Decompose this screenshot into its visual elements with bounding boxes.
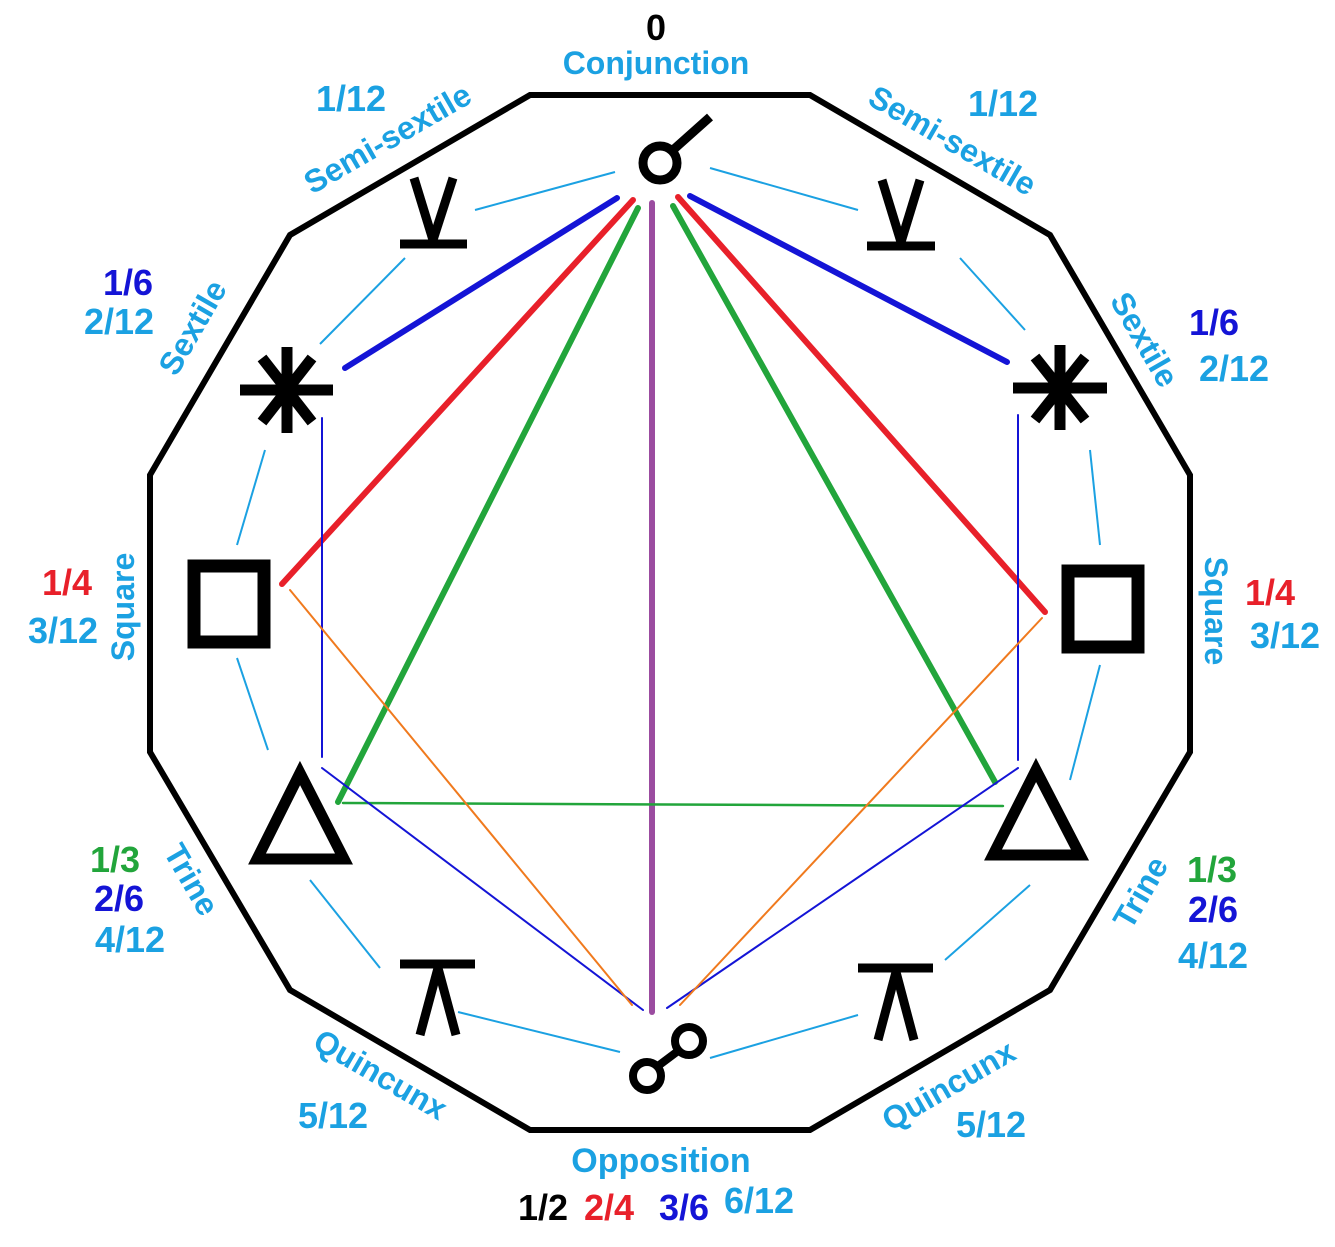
trine-line-left — [335, 205, 641, 805]
semi-sextile-icon — [867, 178, 935, 251]
trine-base-line — [341, 801, 1005, 808]
square-lower-left — [289, 589, 633, 1006]
trine-label-left: Trine — [157, 837, 226, 921]
semi-sextile-icon — [400, 176, 467, 249]
sextile-icon — [1013, 345, 1107, 430]
trine-fraction-left-3: 4/12 — [95, 919, 165, 960]
trine-icon — [984, 757, 1090, 861]
conjunction-fraction: 0 — [646, 7, 666, 48]
sextile-line-right — [687, 193, 1010, 365]
trine-fraction-right-2: 2/6 — [1188, 889, 1238, 930]
trine-fraction-right-3: 4/12 — [1178, 935, 1248, 976]
conjunction-icon — [638, 113, 713, 185]
sextile-fraction-right-1: 1/6 — [1189, 302, 1239, 343]
opposition-icon — [629, 1023, 707, 1094]
sextile-label-left: Sextile — [151, 274, 234, 381]
opposition-fraction-3: 3/6 — [659, 1187, 709, 1228]
trine-fraction-left-1: 1/3 — [90, 839, 140, 880]
sextile-fraction-right-2: 2/12 — [1199, 348, 1269, 389]
trine-fraction-right-1: 1/3 — [1187, 849, 1237, 890]
square-label-right: Square — [1198, 557, 1234, 665]
aspect-lines — [279, 193, 1048, 1015]
opposition-fraction-1: 1/2 — [518, 1187, 568, 1228]
sextile-fraction-left-2: 2/12 — [84, 301, 154, 342]
cyan-ring — [236, 167, 1101, 1059]
square-fraction-right-1: 1/4 — [1245, 572, 1295, 613]
square-label-left: Square — [105, 553, 141, 661]
square-fraction-left-2: 3/12 — [28, 610, 98, 651]
sextile-icon — [240, 347, 333, 433]
sextile-fraction-left-1: 1/6 — [103, 262, 153, 303]
sextile-label-right: Sextile — [1103, 286, 1186, 393]
trine-fraction-left-2: 2/6 — [94, 878, 144, 919]
opposition-fraction-2: 2/4 — [584, 1187, 634, 1228]
sextile-lower-right — [666, 767, 1019, 1009]
opposition-label: Opposition — [571, 1142, 750, 1180]
conjunction-label: Conjunction — [563, 45, 750, 81]
sextile-lower-left — [321, 767, 644, 1011]
square-icon — [1061, 564, 1145, 654]
square-icon — [187, 559, 271, 649]
quincunx-icon — [858, 963, 933, 1042]
sextile-line-left — [342, 195, 620, 371]
semi-sextile-fraction-right: 1/12 — [968, 83, 1038, 124]
trine-line-right — [670, 203, 998, 785]
square-line-right — [675, 194, 1048, 615]
quincunx-fraction-left: 5/12 — [298, 1095, 368, 1136]
square-lower-right — [679, 617, 1043, 1006]
trine-icon — [248, 760, 353, 865]
square-fraction-left-1: 1/4 — [42, 562, 92, 603]
square-line-left — [279, 197, 636, 587]
square-fraction-right-2: 3/12 — [1250, 615, 1320, 656]
semi-sextile-fraction-left: 1/12 — [316, 78, 386, 119]
quincunx-fraction-right: 5/12 — [956, 1104, 1026, 1145]
dodecagon-frame — [147, 92, 1193, 1133]
trine-label-right: Trine — [1106, 850, 1175, 934]
opposition-fraction-4: 6/12 — [724, 1180, 794, 1221]
quincunx-icon — [400, 959, 475, 1037]
